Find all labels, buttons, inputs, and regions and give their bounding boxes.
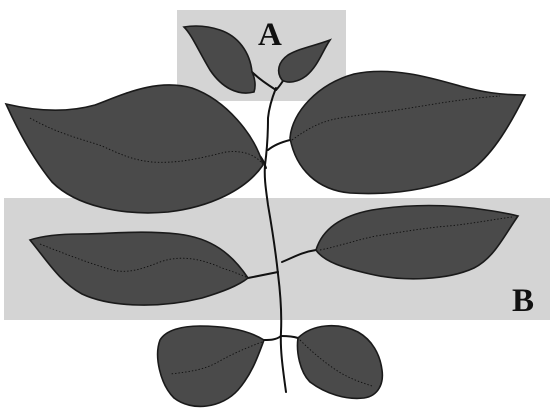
leaf-lower-right (298, 326, 383, 399)
region-b-label: B (512, 283, 534, 319)
petiole-upper-right (268, 140, 290, 150)
region-a-label: A (258, 17, 282, 53)
petiole-lower-right (281, 336, 298, 338)
leaf-upper-right (290, 71, 525, 193)
petiole-lower-left (264, 336, 281, 340)
leaf-upper-left (6, 85, 263, 213)
leaf-lower-left (158, 326, 264, 406)
